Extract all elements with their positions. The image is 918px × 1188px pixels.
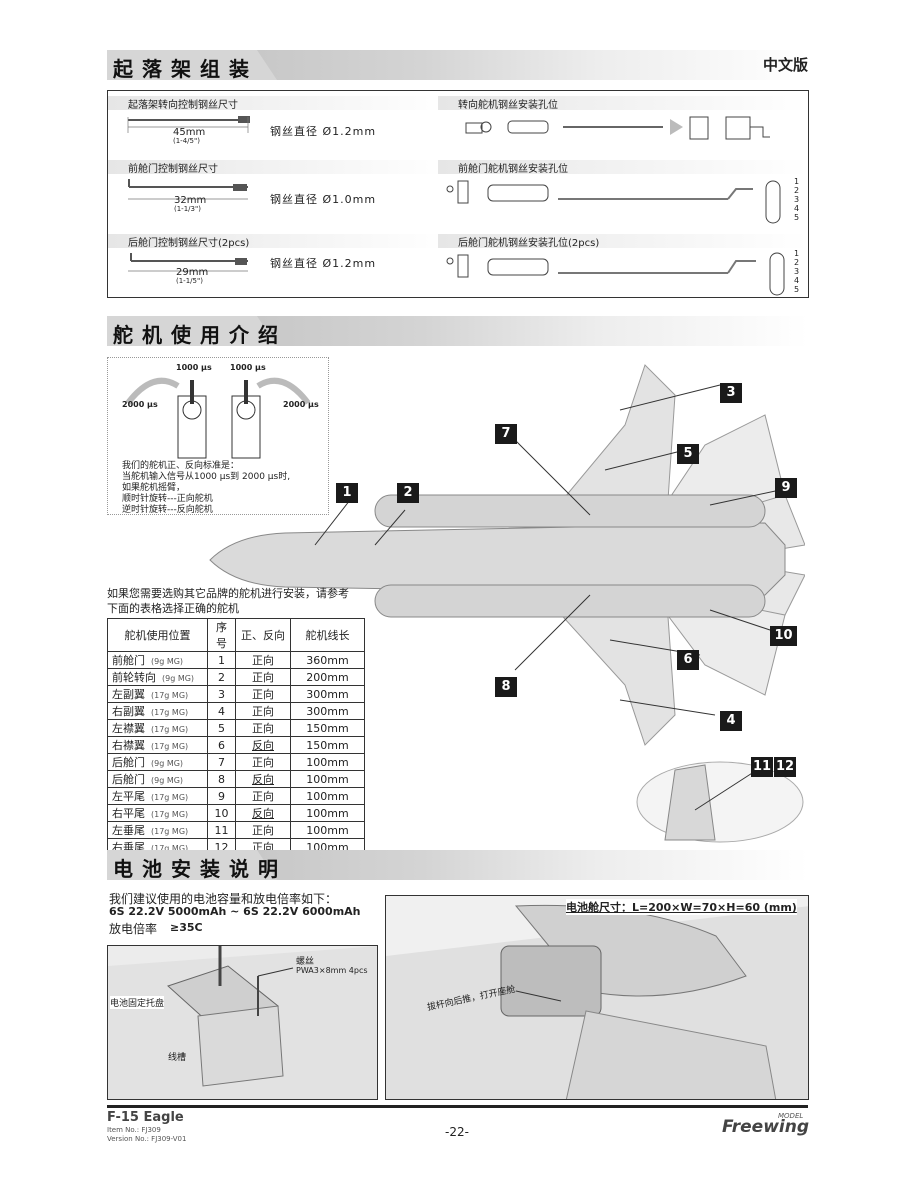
discharge-rate-label: 放电倍率 — [109, 922, 158, 936]
brand-model-tag: MODEL — [778, 1112, 804, 1120]
wire-spec-1: 钢丝直径 Ø1.2mm — [270, 125, 377, 138]
wire-length-1: 45mm — [173, 127, 206, 138]
servo-badge-7: 7 — [495, 424, 517, 444]
servo-badge-9: 9 — [775, 478, 797, 498]
battery-tray-figure: 螺丝 PWA3×8mm 4pcs 电池固定托盘 线槽 — [107, 945, 378, 1100]
wire-inch-2: (1-1/3") — [174, 205, 201, 213]
battery-bay-figure: 电池舱尺寸：L=200×W=70×H=60 (mm) 拔杆向后推，打开座舱 — [385, 895, 809, 1100]
servo-badge-10: 10 — [770, 626, 797, 646]
pulse-2000-right: 2000 μs — [283, 400, 319, 409]
pulse-2000-left: 2000 μs — [122, 400, 158, 409]
servo-badge-2: 2 — [397, 483, 419, 503]
section-title: 起落架组装 — [113, 57, 258, 81]
wire-spec-3: 钢丝直径 Ø1.2mm — [270, 257, 377, 270]
servo-table-intro-2: 下面的表格选择正确的舵机 — [107, 602, 239, 615]
wire-size-label-3: 后舱门控制钢丝尺寸(2pcs) — [108, 234, 448, 249]
tray-label: 电池固定托盘 — [110, 996, 165, 1009]
language-label: 中文版 — [762, 56, 808, 74]
section-header-battery: 电池安装说明 — [107, 850, 808, 881]
table-header-number: 序号 — [207, 618, 236, 652]
hole-numbers-rear: 1 2 3 4 5 — [794, 249, 800, 294]
battery-recommend-line: 我们建议使用的电池容量和放电倍率如下： — [109, 892, 338, 906]
front-door-wire-diagram — [128, 179, 248, 200]
aircraft-servo-layout — [209, 364, 805, 746]
screw-spec: PWA3×8mm 4pcs — [296, 966, 368, 975]
pulse-1000-left: 1000 μs — [176, 363, 212, 372]
hole-numbers-front: 1 2 3 4 5 — [794, 177, 800, 222]
servo-badge-11: 11 — [751, 757, 773, 777]
rear-door-wire-diagram — [128, 253, 248, 272]
rear-door-linkage-diagram — [446, 252, 785, 296]
hole-label-1: 转向舵机钢丝安装孔位 — [438, 96, 808, 111]
steering-linkage-diagram — [465, 116, 770, 140]
wire-inch-1: (1-4/5") — [173, 137, 200, 145]
discharge-rate-value: ≥35C — [170, 921, 203, 934]
servo-direction-box: 1000 μs 1000 μs 2000 μs 2000 μs 我们的舵机正、反… — [107, 357, 329, 515]
section-title: 电池安装说明 — [113, 857, 287, 881]
servo-table-intro-1: 如果您需要选购其它品牌的舵机进行安装，请参考 — [107, 587, 349, 600]
wire-slot-label: 线槽 — [168, 1053, 187, 1063]
page-number: -22- — [445, 1125, 469, 1139]
hole-label-3: 后舱门舵机钢丝安装孔位(2pcs) — [438, 234, 808, 249]
table-header-position: 舵机使用位置 — [107, 618, 208, 652]
screw-label: 螺丝 — [296, 957, 315, 967]
servo-badge-4: 4 — [720, 711, 742, 731]
wire-length-3: 29mm — [176, 267, 209, 278]
section-title: 舵机使用介绍 — [113, 323, 287, 347]
battery-capacity-line: 6S 22.2V 5000mAh ~ 6S 22.2V 6000mAh — [109, 905, 361, 918]
servo-badge-3: 3 — [720, 383, 742, 403]
wire-inch-3: (1-1/5") — [176, 277, 203, 285]
servo-rotation-diagram — [125, 377, 311, 459]
battery-bay-size: 电池舱尺寸：L=200×W=70×H=60 (mm) — [566, 899, 797, 915]
table-header-direction: 正、反向 — [235, 618, 291, 652]
hole-label-2: 前舱门舵机钢丝安装孔位 — [438, 160, 808, 175]
section-header-servo: 舵机使用介绍 — [107, 316, 808, 347]
front-door-linkage-diagram — [446, 180, 781, 224]
landing-gear-panel: 起落架转向控制钢丝尺寸 转向舵机钢丝安装孔位 前舱门控制钢丝尺寸 前舱门舵机钢丝… — [107, 90, 809, 298]
wire-length-2: 32mm — [174, 195, 207, 206]
section-header-landing-gear: 起落架组装 — [107, 50, 808, 81]
footer-model: F-15 Eagle — [107, 1110, 184, 1125]
servo-badge-12: 12 — [774, 757, 796, 777]
table-header-length: 舵机线长 — [290, 618, 365, 652]
servo-badge-1: 1 — [336, 483, 358, 503]
vertical-tail-detail — [636, 761, 804, 843]
pulse-1000-right: 1000 μs — [230, 363, 266, 372]
footer-item-no: Item No.: FJ309 — [107, 1126, 161, 1134]
steering-wire-diagram — [127, 116, 250, 133]
servo-direction-notes: 我们的舵机正、反向标准是： 当舵机输入信号从1000 μs到 2000 μs时,… — [122, 461, 291, 515]
footer-version-no: Version No.: FJ309-V01 — [107, 1135, 187, 1143]
servo-badge-6: 6 — [677, 650, 699, 670]
wire-size-label-1: 起落架转向控制钢丝尺寸 — [108, 96, 448, 111]
wire-spec-2: 钢丝直径 Ø1.0mm — [270, 193, 377, 206]
servo-badge-8: 8 — [495, 677, 517, 697]
brand-logo: Freewing — [722, 1117, 809, 1137]
wire-size-label-2: 前舱门控制钢丝尺寸 — [108, 160, 448, 175]
footer-divider — [107, 1105, 808, 1108]
servo-badge-5: 5 — [677, 444, 699, 464]
